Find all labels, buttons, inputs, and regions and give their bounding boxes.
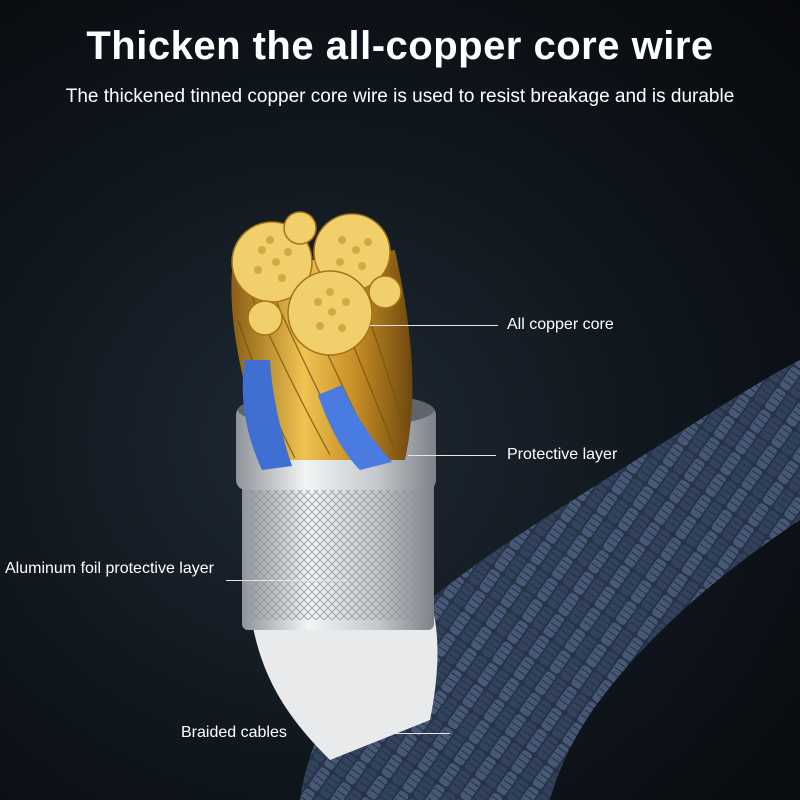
cable-boot [250, 600, 438, 760]
leader-line-braided [318, 733, 450, 734]
page-subtitle: The thickened tinned copper core wire is… [65, 86, 735, 107]
blue-wire-left [242, 360, 292, 470]
copper-strand-tops [231, 211, 402, 356]
page-title: Thicken the all-copper core wire [86, 24, 714, 68]
leader-line-aluminum-foil [226, 580, 348, 581]
callout-braided: Braided cables [181, 724, 287, 741]
callout-copper-core: All copper core [507, 316, 614, 333]
callout-protective-layer: Protective layer [507, 446, 618, 463]
leader-line-protective-layer [408, 455, 496, 456]
leader-line-copper-core [370, 325, 498, 326]
callout-aluminum-foil: Aluminum foil protective layer [5, 560, 214, 577]
blue-wire-center [318, 385, 392, 470]
